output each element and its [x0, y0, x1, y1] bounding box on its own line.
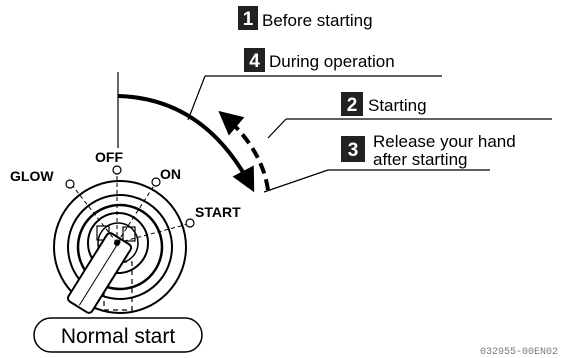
step-1-text: Before starting: [262, 11, 373, 30]
step-4-during-operation: 4 During operation: [244, 48, 395, 72]
step-1-before-starting: 1 Before starting: [238, 6, 373, 30]
step-3-number: 3: [348, 140, 359, 161]
leader-line-step-2-diag: [267, 118, 287, 139]
glow-indicator-line: [71, 184, 118, 244]
leader-line-step-3-diag: [263, 169, 329, 193]
step-4-number: 4: [249, 51, 260, 72]
step-2-text: Starting: [368, 96, 427, 115]
key: [66, 232, 133, 314]
return-arrow-to-on: [218, 110, 270, 191]
step-2-starting: 2 Starting: [341, 92, 427, 116]
step-4-text: During operation: [269, 52, 395, 71]
start-label: START: [195, 204, 241, 220]
figure-code: 032955-00EN02: [480, 347, 558, 358]
off-dot: [112, 165, 122, 175]
step-3-text: Release your hand: [373, 132, 516, 151]
step-2-number: 2: [347, 95, 358, 116]
glow-label: GLOW: [10, 168, 54, 184]
caption-frame: [33, 317, 203, 353]
key-switch: [53, 165, 195, 314]
step-3-text-line2: after starting: [373, 150, 468, 169]
leader-line-step-4-diag: [187, 75, 206, 121]
turn-arrow-to-start: [117, 94, 255, 193]
on-indicator-line: [116, 183, 156, 244]
on-label: ON: [160, 166, 181, 182]
on-dot: [151, 177, 161, 187]
off-label: OFF: [95, 149, 123, 165]
glow-dot: [65, 179, 75, 189]
step-3-release-hand: 3 Release your hand after starting: [341, 132, 516, 169]
step-1-number: 1: [243, 9, 254, 30]
start-dot: [185, 218, 195, 228]
caption-normal-start: Normal start: [61, 325, 176, 348]
start-indicator-line: [116, 223, 189, 244]
